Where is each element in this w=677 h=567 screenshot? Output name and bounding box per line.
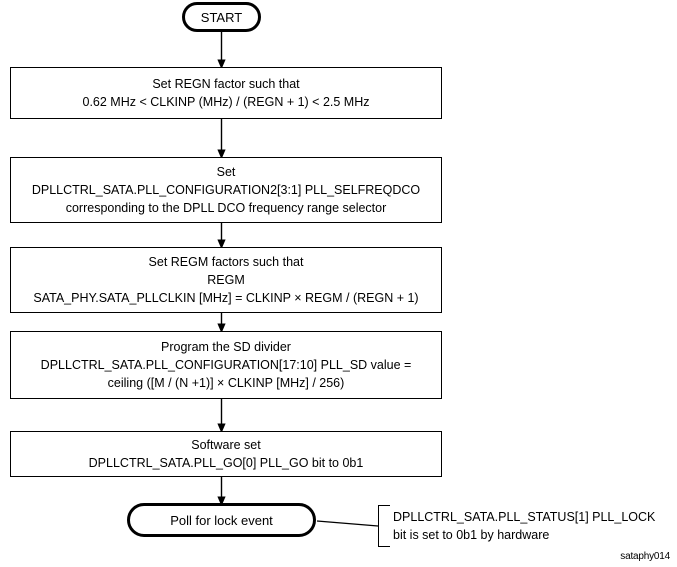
annotation-callout: DPLLCTRL_SATA.PLL_STATUS[1] PLL_LOCK bit… bbox=[378, 505, 674, 547]
connector-poll-to-annotation bbox=[316, 520, 379, 527]
node-set-regn-factor: Set REGN factor such that 0.62 MHz < CLK… bbox=[10, 67, 442, 119]
node-set-pll-selfreqdco: Set DPLLCTRL_SATA.PLL_CONFIGURATION2[3:1… bbox=[10, 157, 442, 223]
annotation-text: DPLLCTRL_SATA.PLL_STATUS[1] PLL_LOCK bit… bbox=[393, 510, 656, 542]
node-start-label: START bbox=[200, 9, 243, 25]
node-set-regn-factor-label: Set REGN factor such that 0.62 MHz < CLK… bbox=[82, 77, 370, 109]
node-software-set-pll-go-label: Software set DPLLCTRL_SATA.PLL_GO[0] PLL… bbox=[88, 438, 364, 470]
figure-id-label: sataphy014 bbox=[620, 551, 670, 562]
node-set-pll-selfreqdco-label: Set DPLLCTRL_SATA.PLL_CONFIGURATION2[3:1… bbox=[31, 165, 421, 215]
node-program-sd-divider: Program the SD divider DPLLCTRL_SATA.PLL… bbox=[10, 331, 442, 399]
annotation-bracket bbox=[378, 505, 390, 547]
node-poll-for-lock-event: Poll for lock event bbox=[127, 503, 316, 537]
node-software-set-pll-go: Software set DPLLCTRL_SATA.PLL_GO[0] PLL… bbox=[10, 431, 442, 477]
node-set-regm-factors: Set REGM factors such that REGM SATA_PHY… bbox=[10, 247, 442, 313]
node-program-sd-divider-label: Program the SD divider DPLLCTRL_SATA.PLL… bbox=[40, 340, 412, 390]
node-start: START bbox=[182, 2, 261, 32]
node-set-regm-factors-label: Set REGM factors such that REGM SATA_PHY… bbox=[33, 255, 419, 305]
node-poll-for-lock-event-label: Poll for lock event bbox=[170, 512, 273, 528]
